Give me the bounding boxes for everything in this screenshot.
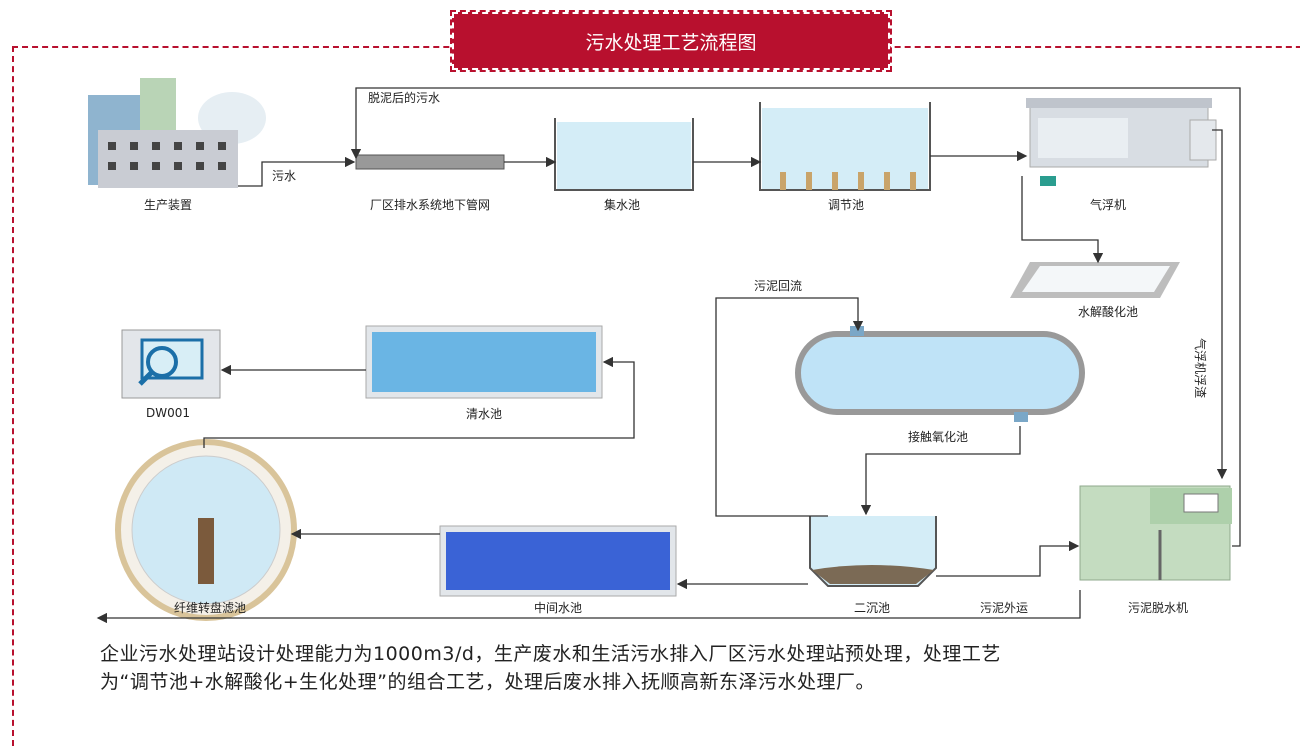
label-intermediate-tank: 中间水池	[534, 600, 582, 615]
label-sludge-dewatering: 污泥脱水机	[1128, 600, 1188, 615]
air-flotation-icon	[1026, 98, 1217, 186]
description-line-1: 企业污水处理站设计处理能力为1000m3/d，生产废水和生活污水排入厂区污水处理…	[100, 643, 1001, 665]
label-clear-water: 清水池	[466, 407, 502, 421]
sludge-dewatering-icon	[1079, 485, 1232, 581]
label-production: 生产装置	[144, 198, 192, 212]
label-sludge-return: 污泥回流	[754, 279, 802, 293]
label-sludge-out: 污泥外运	[980, 601, 1028, 615]
collection-tank-icon	[554, 118, 694, 191]
label-hydrolysis-tank: 水解酸化池	[1078, 304, 1138, 319]
contact-oxidation-tank-icon	[795, 326, 1085, 422]
label-air-flotation: 气浮机	[1090, 197, 1126, 212]
regulating-tank-icon	[759, 102, 931, 191]
clear-water-tank-icon	[365, 325, 603, 399]
label-monitor: DW001	[146, 406, 190, 420]
label-flotation-sludge: 气浮机浮渣	[1193, 338, 1208, 398]
diagram-title: 污水处理工艺流程图	[450, 10, 892, 72]
secondary-clarifier-icon	[809, 516, 937, 587]
hydrolysis-tank-icon	[1010, 262, 1180, 298]
production-plant-icon	[88, 78, 266, 188]
flow-lines	[96, 87, 1241, 624]
label-regulating-tank: 调节池	[828, 198, 864, 212]
description-line-2: 为“调节池+水解酸化+生化处理”的组合工艺，处理后废水排入抚顺高新东泽污水处理厂…	[100, 671, 876, 693]
description: 企业污水处理站设计处理能力为1000m3/d，生产废水和生活污水排入厂区污水处理…	[100, 640, 1270, 696]
intermediate-tank-icon	[439, 525, 677, 597]
label-secondary-clarifier: 二沉池	[854, 601, 890, 615]
process-diagram: 生产装置 厂区排水系统地下管网 集水池 调节池 气浮机 水解酸化池 接触氧化池 …	[88, 78, 1241, 624]
pipe-icon	[355, 154, 505, 170]
label-contact-oxidation: 接触氧化池	[908, 429, 968, 444]
label-fiber-filter: 纤维转盘滤池	[174, 600, 246, 615]
label-sewage: 污水	[272, 169, 296, 183]
label-dewatered-sewage: 脱泥后的污水	[368, 90, 440, 105]
label-pipe-network: 厂区排水系统地下管网	[370, 197, 490, 212]
monitor-station-icon	[121, 329, 221, 399]
fiber-filter-icon	[115, 439, 297, 621]
label-collection-tank: 集水池	[604, 197, 640, 212]
